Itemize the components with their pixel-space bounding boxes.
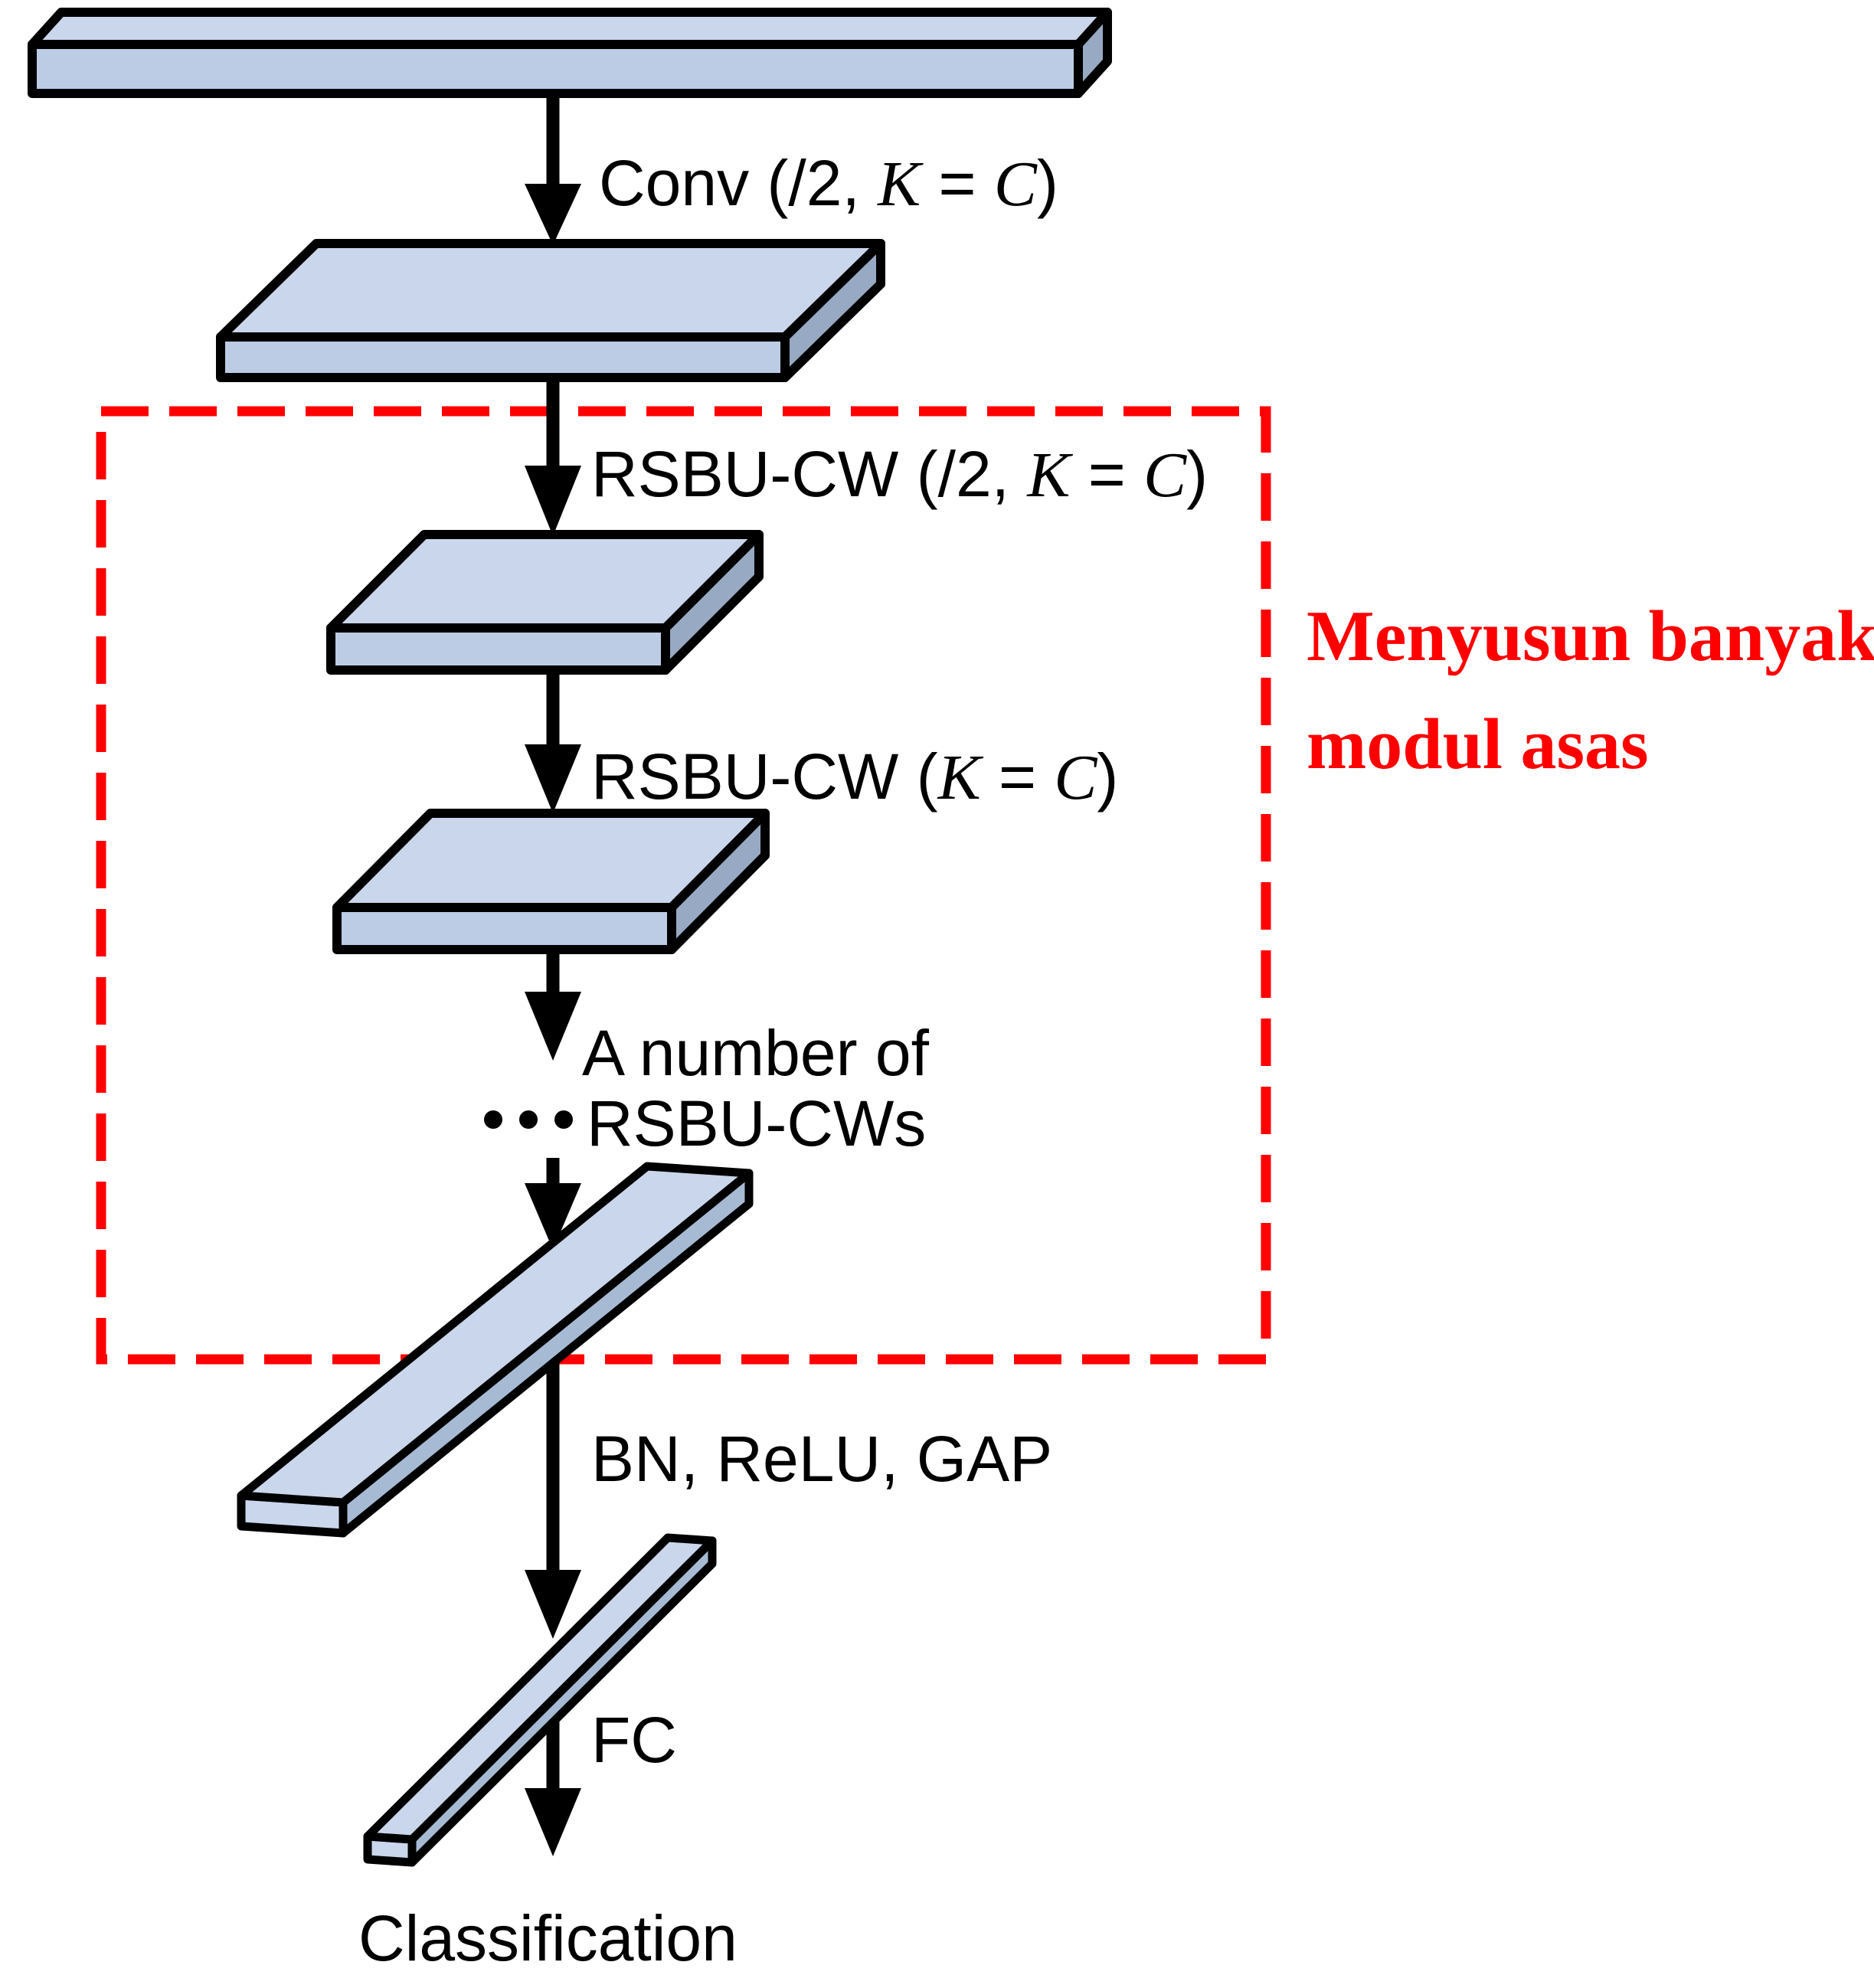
stack-note-line1: A number of <box>582 1017 930 1089</box>
math-var-k: K <box>877 149 924 220</box>
stack-note-line1-text: A number of <box>582 1017 930 1089</box>
dot <box>554 1110 573 1129</box>
fc-output-vector-bar <box>363 1533 717 1867</box>
input-signal-bar <box>28 8 1112 98</box>
feature-map-front-face <box>216 332 790 382</box>
closing-paren: ) <box>1037 147 1058 219</box>
gap-feature-vector-bar <box>237 1162 754 1538</box>
annotation-line2: modul asas <box>1307 705 1649 784</box>
down-arrow-rsbu-same <box>525 672 581 813</box>
stack-note-line2-text: RSBU-CWs <box>587 1087 926 1159</box>
fc-bar-main-face <box>363 1533 717 1844</box>
closing-paren: ) <box>1186 438 1208 510</box>
arrow-head-icon <box>525 1570 581 1639</box>
gap-bar-main-face <box>237 1162 754 1507</box>
down-arrow-conv <box>525 93 581 245</box>
equals-sign: = <box>921 147 994 219</box>
annotation-line1-text: Menyusun banyak <box>1307 597 1874 676</box>
input-bar-front-face <box>28 40 1083 98</box>
bn-relu-gap-text: BN, ReLU, GAP <box>591 1423 1052 1495</box>
rsbu-same-step-label: RSBU-CW (K = C) <box>591 741 1118 813</box>
dot <box>519 1110 538 1129</box>
equals-sign: = <box>1070 438 1143 510</box>
equals-sign: = <box>981 741 1055 813</box>
conv-label-text: Conv (/2, <box>599 147 878 219</box>
arrow-head-icon <box>525 466 581 536</box>
math-var-c: C <box>994 149 1038 220</box>
stack-note-line2: RSBU-CWs <box>587 1087 926 1159</box>
stacked-modules-dashed-box <box>96 406 1271 1365</box>
arrow-head-icon <box>525 184 581 245</box>
red-annotation: Menyusun banyak modul asas <box>1307 597 1874 784</box>
input-bar-top-face <box>28 8 1112 49</box>
rsbu-down-label-text: RSBU-CW (/2, <box>591 438 1027 510</box>
down-arrow-rsbu-down <box>525 380 581 536</box>
feature-map-front-face <box>332 903 676 954</box>
ellipsis-dots-icon <box>484 1110 573 1129</box>
feature-map-after-rsbu-down <box>326 530 764 675</box>
arrow-head-icon <box>525 1183 581 1250</box>
math-var-c: C <box>1143 440 1187 511</box>
arrow-head-icon <box>525 744 581 813</box>
rsbu-same-label-text: RSBU-CW ( <box>591 741 938 813</box>
closing-paren: ) <box>1097 741 1118 813</box>
rsbu-downsample-step-label: RSBU-CW (/2, K = C) <box>591 438 1208 511</box>
math-var-c: C <box>1054 742 1097 813</box>
math-var-k: K <box>937 742 984 813</box>
dot <box>484 1110 502 1129</box>
feature-map-after-rsbu-same <box>332 809 770 954</box>
down-arrow-stack <box>525 951 581 1061</box>
arrow-head-icon <box>525 992 581 1061</box>
math-var-k: K <box>1026 440 1073 511</box>
conv-step-label: Conv (/2, K = C) <box>599 147 1058 220</box>
fc-text: FC <box>591 1704 677 1776</box>
feature-map-top-face <box>216 239 885 342</box>
fc-step-label: FC <box>591 1704 677 1776</box>
arrow-head-icon <box>525 1788 581 1856</box>
annotation-line2-text: modul asas <box>1307 705 1649 784</box>
feature-map-front-face <box>326 623 670 675</box>
down-arrow-into-gap-bar <box>525 1158 581 1250</box>
feature-map-after-conv <box>216 239 885 382</box>
stacked-rsbu-note: A number of RSBU-CWs <box>484 1017 930 1159</box>
bn-relu-gap-step-label: BN, ReLU, GAP <box>591 1423 1052 1495</box>
classification-label: Classification <box>358 1902 737 1974</box>
classification-text: Classification <box>358 1902 737 1974</box>
annotation-line1: Menyusun banyak <box>1307 597 1874 676</box>
